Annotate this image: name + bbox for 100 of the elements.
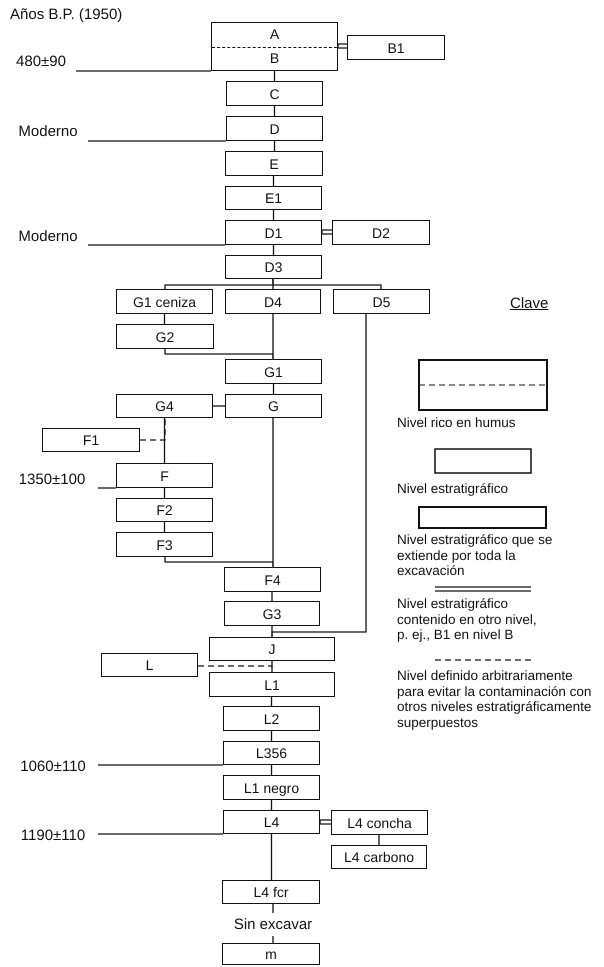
level-label: E	[269, 156, 279, 172]
connector-line	[274, 71, 276, 81]
connector-line	[213, 405, 225, 407]
level-label: L4 concha	[347, 814, 412, 830]
level-box	[224, 601, 320, 626]
leader-line	[98, 833, 223, 835]
connector-line	[164, 488, 166, 498]
level-box	[222, 943, 320, 965]
level-box	[226, 116, 323, 141]
connector-line	[272, 176, 274, 186]
level-label: D2	[372, 224, 390, 240]
level-box	[331, 810, 428, 835]
connector-line	[272, 936, 274, 943]
connector-line	[270, 800, 272, 810]
date-label: 1060±110	[20, 758, 86, 775]
level-box	[331, 845, 427, 869]
level-box	[116, 463, 213, 488]
level-box	[225, 186, 322, 210]
date-label: Sin excavar	[234, 916, 312, 933]
level-label: J	[268, 641, 276, 657]
connector-line	[270, 834, 272, 880]
leader-line	[98, 487, 116, 489]
level-label: L1	[264, 676, 280, 692]
level-label: F1	[82, 432, 100, 448]
level-label: E1	[264, 190, 282, 206]
date-label: 480±90	[16, 53, 66, 70]
date-label: Moderno	[18, 123, 78, 140]
connector-line	[270, 697, 272, 706]
level-label: L356	[256, 745, 288, 761]
leader-line	[88, 244, 225, 246]
level-box	[209, 637, 335, 661]
level-box	[333, 289, 430, 314]
connector-line	[140, 418, 166, 441]
level-box	[42, 428, 140, 452]
connector-line	[271, 314, 367, 637]
level-label: G3	[262, 606, 282, 622]
level-label: D5	[372, 294, 390, 310]
leader-line	[88, 140, 226, 142]
connector-line	[272, 279, 382, 289]
connector-line	[272, 245, 274, 255]
connector-line	[271, 661, 273, 672]
connector-line	[272, 314, 274, 359]
level-label: F	[160, 468, 169, 484]
level-label: L1 negro	[244, 780, 300, 796]
connector-line	[164, 314, 166, 324]
connector-line	[272, 210, 274, 220]
level-label: D3	[264, 259, 282, 275]
level-box	[225, 255, 322, 279]
date-label: Moderno	[18, 228, 78, 245]
connector-line	[272, 384, 274, 394]
connector-line	[319, 819, 332, 825]
level-box	[347, 35, 445, 60]
level-box	[222, 880, 320, 904]
level-box	[226, 81, 323, 106]
connector-line	[270, 765, 272, 775]
connector-line	[271, 592, 273, 601]
level-label: F3	[156, 536, 173, 552]
legend-text: Nivel estratigráfico que se extiende por toda la excavación	[397, 532, 554, 578]
level-box	[116, 324, 214, 349]
connector-line	[272, 904, 274, 913]
axis-title: Años B.P. (1950)	[10, 6, 122, 23]
legend-text: Nivel estratigráfico	[397, 481, 510, 496]
level-box	[101, 653, 198, 677]
level-label: G1	[264, 364, 283, 380]
level-box	[223, 810, 320, 834]
level-box	[225, 289, 321, 314]
connector-line	[270, 731, 272, 741]
level-label: D1	[264, 224, 282, 240]
leader-line	[76, 70, 211, 72]
level-label: G	[268, 398, 279, 414]
connector-line	[164, 418, 166, 463]
level-box	[211, 22, 338, 71]
level-label: L	[146, 657, 154, 673]
level-box	[332, 220, 430, 245]
level-label: L4 fcr	[253, 884, 288, 900]
leader-line	[98, 764, 223, 766]
level-box	[223, 706, 320, 731]
connector-line	[378, 835, 380, 845]
date-label: 1350±100	[18, 470, 86, 488]
level-label: D	[269, 120, 280, 136]
level-box	[116, 498, 213, 522]
level-box	[209, 672, 335, 697]
level-label: G1 ceniza	[132, 294, 196, 310]
connector-line	[337, 43, 348, 49]
level-box	[224, 567, 321, 592]
level-label: F2	[156, 502, 173, 518]
level-label: D4	[264, 294, 282, 310]
level-box	[116, 289, 213, 314]
connector-line	[321, 229, 333, 235]
level-label: L2	[264, 710, 280, 726]
level-label: L4 carbono	[344, 849, 414, 865]
level-label: G2	[156, 328, 174, 344]
connector-line	[274, 106, 276, 116]
date-label: 1190±110	[20, 827, 86, 844]
connector-line	[274, 141, 276, 151]
level-box	[225, 359, 322, 384]
legend-text: Nivel rico en humus	[397, 415, 517, 430]
level-label: G4	[155, 398, 174, 414]
level-label: B1	[387, 40, 405, 56]
legend-text: Nivel estratigráfico contenido en otro nivel, p. ej., B1 en nivel B	[397, 596, 538, 642]
